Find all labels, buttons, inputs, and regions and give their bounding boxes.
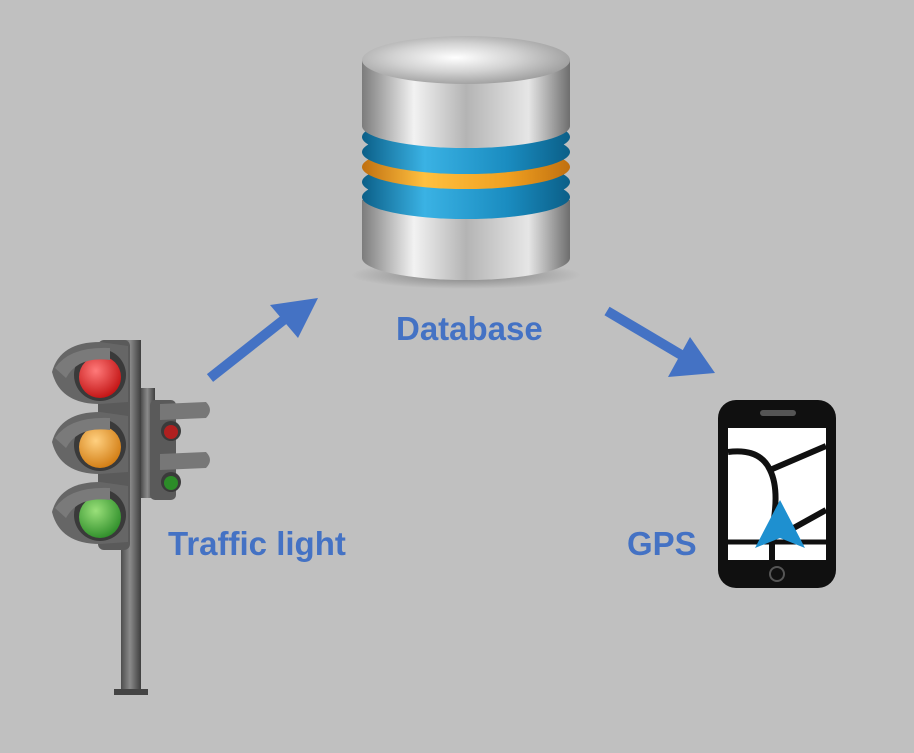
traffic-light-label: Traffic light: [168, 525, 346, 562]
gps-label: GPS: [627, 525, 697, 562]
arrow-traffic-to-database: [206, 298, 318, 382]
database-label: Database: [396, 310, 543, 347]
traffic-light-icon: [52, 340, 210, 695]
database-icon: [351, 36, 581, 289]
gps-phone-icon: [718, 400, 836, 588]
arrow-database-to-gps: [604, 306, 715, 377]
